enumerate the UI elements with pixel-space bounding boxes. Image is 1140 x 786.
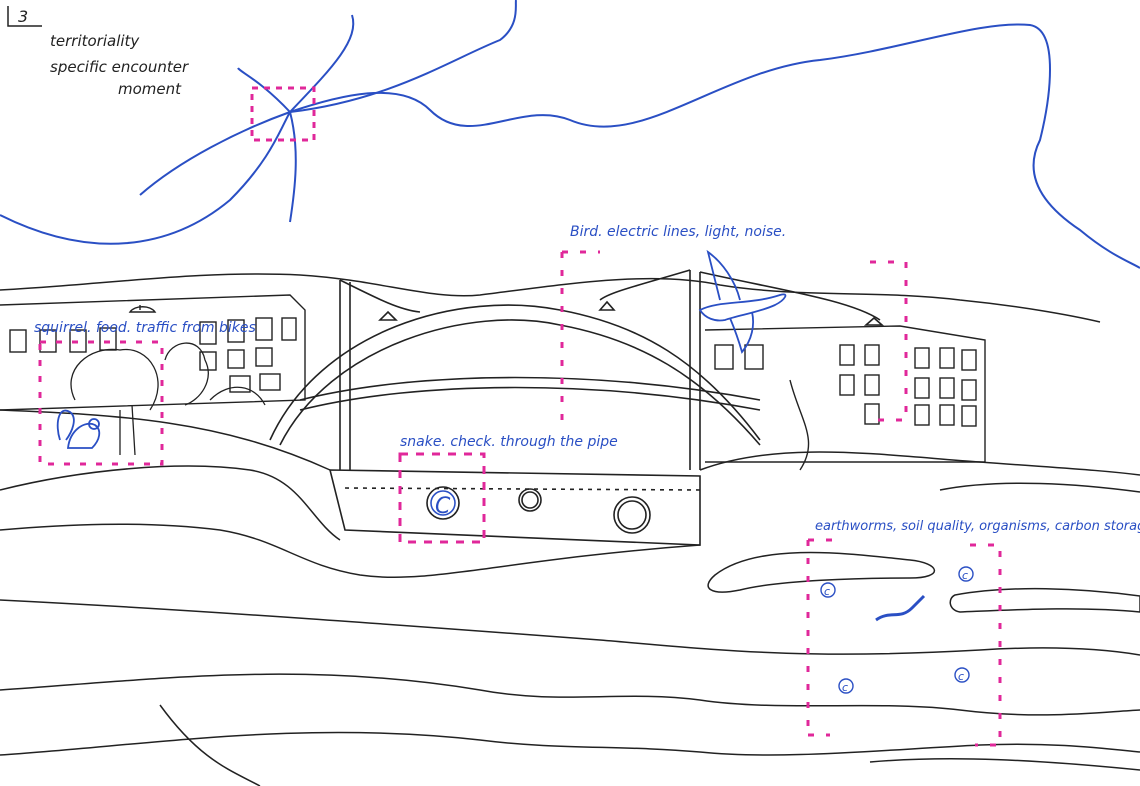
bird-marker (560, 250, 908, 422)
squirrel-icon (56, 409, 101, 449)
page-number-text: 3 (18, 7, 28, 26)
ground-layers (0, 409, 1140, 786)
pipe-openings (518, 488, 651, 534)
snake-note: snake. check. through the pipe (400, 434, 618, 450)
arch-bridge (269, 269, 885, 546)
left-trees (70, 342, 266, 456)
encounter-marker (250, 86, 316, 142)
earthworm-icon (875, 594, 926, 622)
header-note-3: moment (118, 80, 182, 98)
snake-marker (398, 452, 486, 544)
header-note-2: specific encounter (50, 58, 189, 76)
bird-icon (698, 249, 787, 354)
bird-note: Bird. electric lines, light, noise. (570, 224, 786, 240)
pipe-letter: C (435, 494, 451, 519)
hills (0, 273, 1101, 323)
squirrel-note: squirrel. food. traffic from bikes (34, 320, 256, 336)
snake-pipe: C (426, 486, 460, 520)
squirrel-marker (38, 340, 164, 466)
left-building (0, 294, 306, 411)
soil-letter-4: c (958, 670, 964, 683)
page-number: 3 (7, 6, 42, 27)
right-building (704, 325, 986, 471)
soil-letter-2: c (962, 569, 968, 582)
soil-letter-1: c (824, 585, 830, 598)
earthworm-note: earthworms, soil quality, organisms, car… (815, 519, 1140, 534)
header-note-1: territoriality (50, 32, 140, 50)
territory-lines (0, 0, 1140, 269)
soil-organisms: c c c c (820, 566, 974, 694)
soil-letter-3: c (842, 681, 848, 694)
earthworm-marker (806, 538, 1002, 747)
